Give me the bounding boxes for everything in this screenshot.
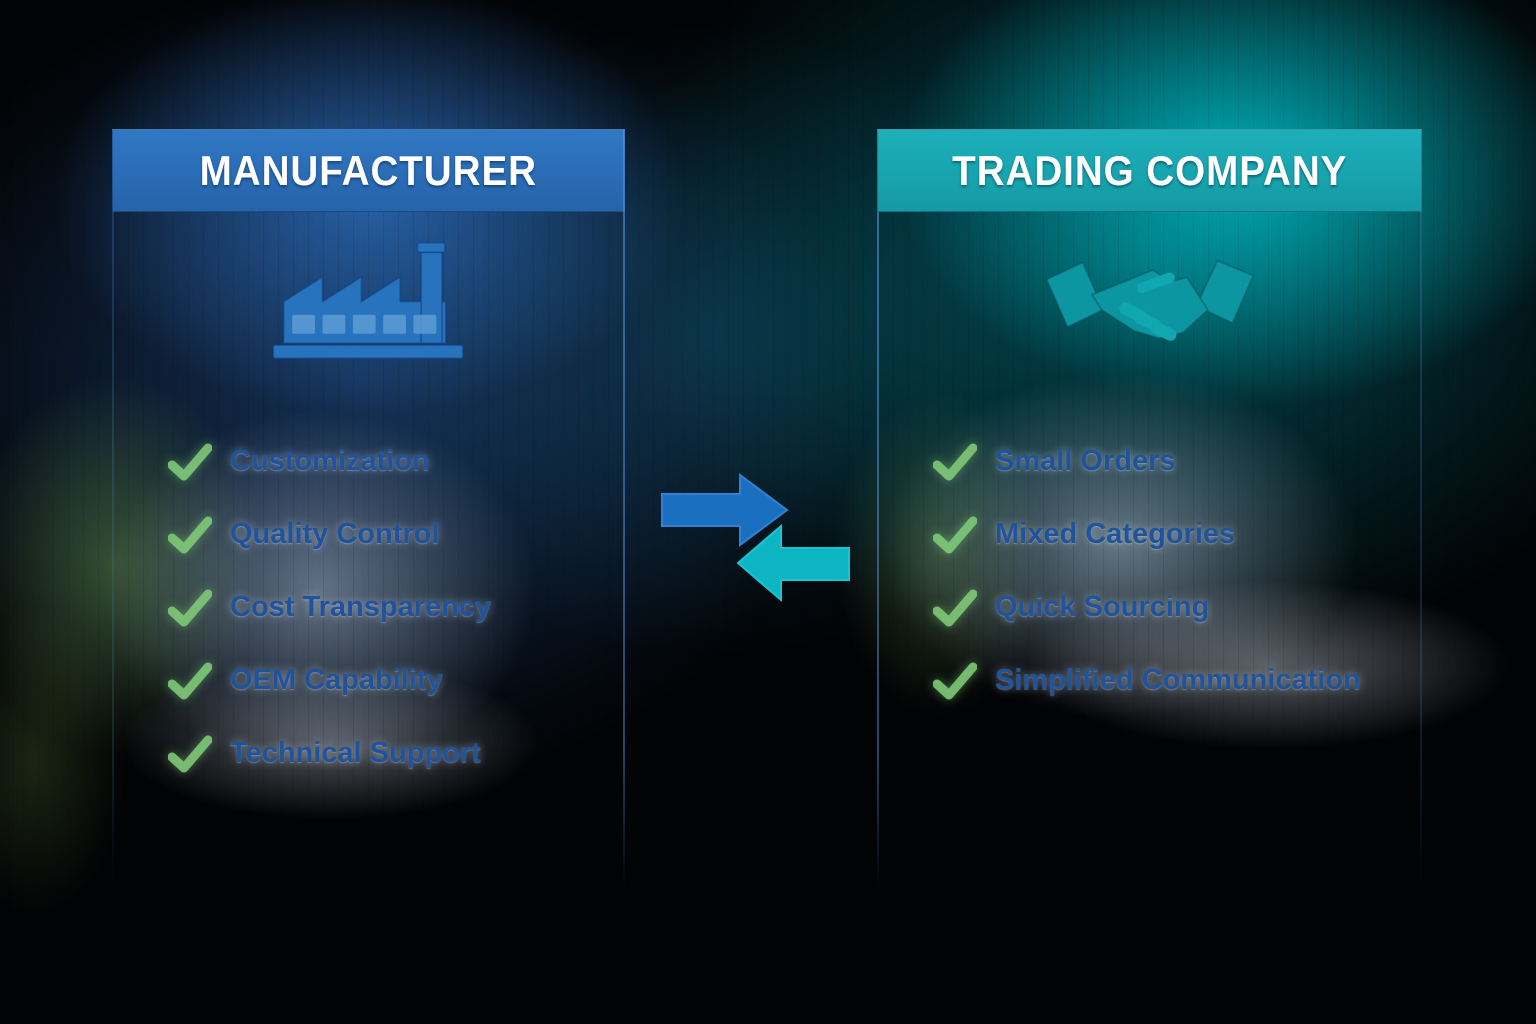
- list-item-label: Technical Support: [230, 737, 481, 769]
- list-item-label: Mixed Categories: [995, 518, 1236, 550]
- checkmark-icon: [168, 443, 212, 480]
- arrow-left-icon: [736, 523, 850, 603]
- checkmark-icon: [933, 516, 977, 553]
- list-item: Customization: [168, 425, 625, 498]
- list-item-label: Customization: [230, 445, 430, 477]
- handshake-icon: [1044, 259, 1255, 341]
- list-item-label: Quick Sourcing: [995, 591, 1210, 623]
- trading-company-checklist: Small Orders Mixed Categories Quick Sour…: [933, 425, 1422, 717]
- manufacturer-header-label: MANUFACTURER: [199, 146, 538, 194]
- list-item: Cost Transparency: [168, 571, 625, 644]
- checkmark-icon: [168, 589, 212, 626]
- checkmark-icon: [933, 662, 977, 699]
- list-item: Mixed Categories: [933, 498, 1422, 571]
- arrow-right-icon: [661, 473, 789, 547]
- list-item: OEM Capability: [168, 644, 625, 717]
- list-item-label: Cost Transparency: [230, 591, 492, 623]
- trading-company-panel: TRADING COMPANY Small Orders Mixed Categ…: [877, 129, 1422, 887]
- checkmark-icon: [933, 589, 977, 626]
- list-item: Small Orders: [933, 425, 1422, 498]
- manufacturer-checklist: Customization Quality Control Cost Trans…: [168, 425, 625, 790]
- list-item: Quick Sourcing: [933, 571, 1422, 644]
- trading-company-header-label: TRADING COMPANY: [951, 146, 1348, 194]
- trading-company-header-bar: TRADING COMPANY: [877, 129, 1422, 212]
- list-item: Quality Control: [168, 498, 625, 571]
- list-item-label: Simplified Communication: [995, 664, 1361, 696]
- list-item-label: OEM Capability: [230, 664, 443, 696]
- list-item: Simplified Communication: [933, 644, 1422, 717]
- checkmark-icon: [168, 662, 212, 699]
- manufacturer-panel: MANUFACTURER Customization Quality Contr…: [112, 129, 625, 887]
- checkmark-icon: [168, 516, 212, 553]
- checkmark-icon: [933, 443, 977, 480]
- list-item: Technical Support: [168, 717, 625, 790]
- list-item-label: Small Orders: [995, 445, 1176, 477]
- factory-icon: [271, 241, 464, 360]
- list-item-label: Quality Control: [230, 518, 440, 550]
- manufacturer-header-bar: MANUFACTURER: [112, 129, 625, 212]
- checkmark-icon: [168, 735, 212, 772]
